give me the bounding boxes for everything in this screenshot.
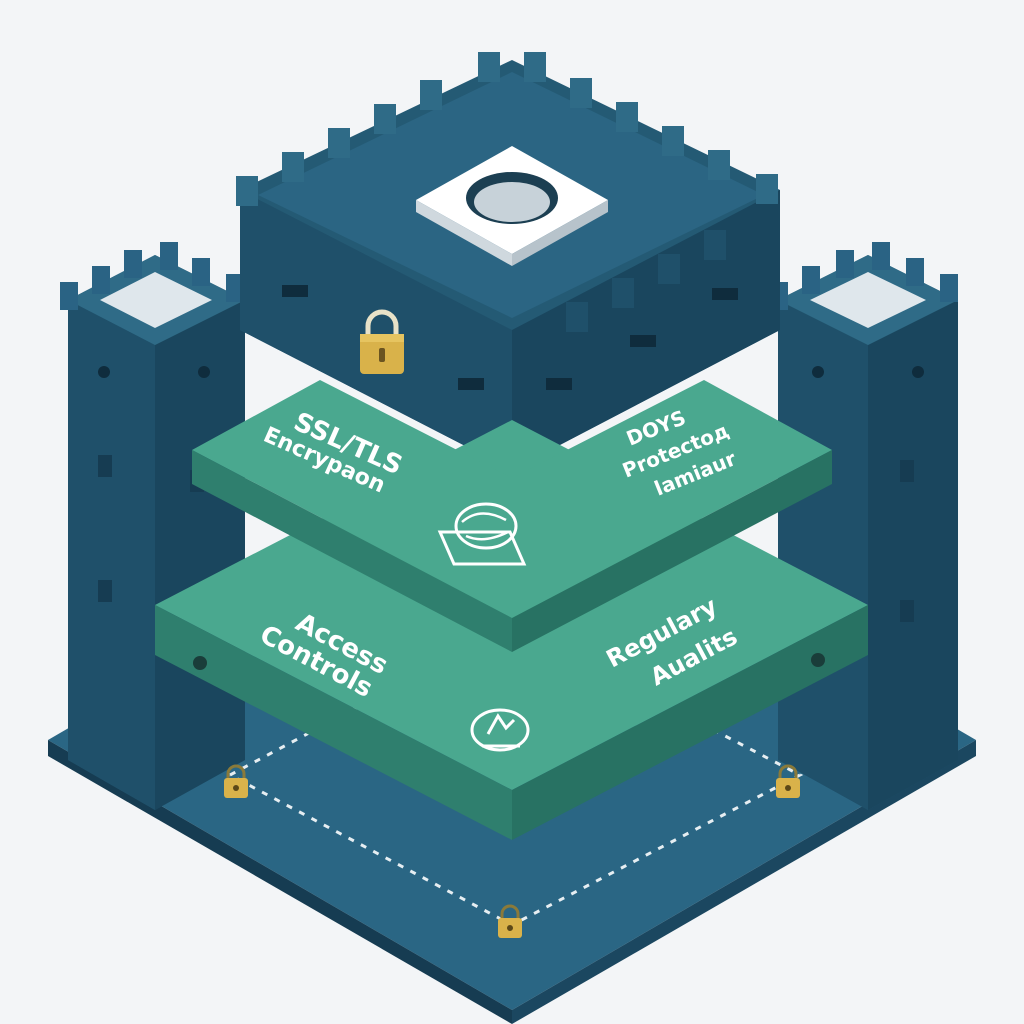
central-keep <box>236 52 780 470</box>
network-globe-icon <box>437 502 527 566</box>
right-tower <box>770 242 958 810</box>
left-tower <box>60 242 245 810</box>
layer-top: SSL/TLS Encrypaon DOYS Protectoд lamiaur <box>192 380 832 652</box>
padlock-icon <box>360 309 404 374</box>
base-padlock-right <box>776 764 800 798</box>
shield-audit-icon <box>470 708 530 752</box>
base-padlock-front <box>498 904 522 938</box>
roof-hatch <box>416 146 608 266</box>
base-padlock-left <box>224 764 248 798</box>
